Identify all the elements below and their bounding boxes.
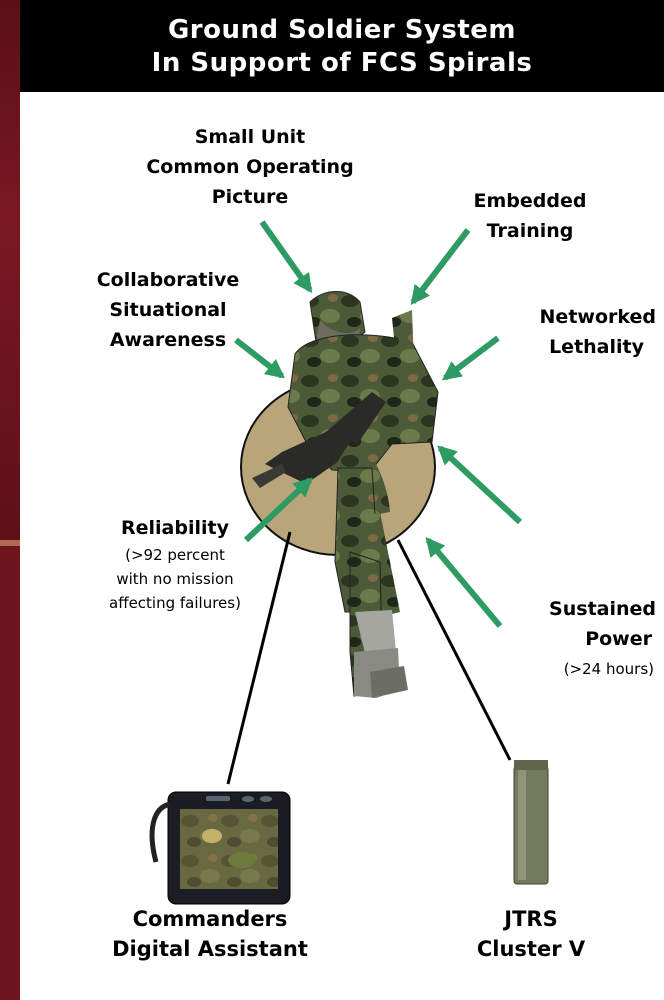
arrow-sustained-power xyxy=(425,537,503,628)
embedded-training-line-2: Training xyxy=(486,220,574,242)
jtrs-radio xyxy=(513,760,549,885)
diagram-graphics xyxy=(149,220,549,905)
cable-to-jtrs xyxy=(396,539,512,761)
cda-device xyxy=(149,791,291,905)
small-unit-cop-line-3: Picture xyxy=(211,186,289,208)
sustained-power-line-2: Power xyxy=(585,628,652,650)
arrow-collaborative-sa xyxy=(234,337,286,379)
arrow-reliability xyxy=(243,477,313,543)
label-jtrs: JTRS Cluster V xyxy=(456,904,606,964)
arrow-right-lower xyxy=(437,445,523,525)
label-sustained-power: Sustained Power (>24 hours) xyxy=(492,594,664,684)
label-networked-lethality: Networked Lethality xyxy=(478,302,664,362)
reliability-detail-1: (>92 percent xyxy=(125,546,225,564)
cda-line-2: Digital Assistant xyxy=(112,937,308,961)
arrow-networked-lethality xyxy=(441,335,500,381)
label-small-unit-cop: Small Unit Common Operating Picture xyxy=(122,122,378,212)
collaborative-sa-line-3: Awareness xyxy=(109,329,227,351)
small-unit-cop-line-1: Small Unit xyxy=(194,126,306,148)
label-embedded-training: Embedded Training xyxy=(440,186,620,246)
networked-lethality-line-1: Networked xyxy=(539,306,656,328)
networked-lethality-line-2: Lethality xyxy=(549,336,644,358)
collaborative-sa-line-1: Collaborative xyxy=(96,269,240,291)
reliability-detail-3: affecting failures) xyxy=(109,594,241,612)
diagram-panel: Small Unit Common Operating Picture Embe… xyxy=(20,92,664,1000)
jtrs-line-1: JTRS xyxy=(504,907,558,931)
soldier-figure xyxy=(252,291,439,698)
cable-to-cda xyxy=(226,531,292,785)
arrow-small-unit-cop xyxy=(259,220,313,294)
title-line-1: Ground Soldier System xyxy=(167,15,517,45)
reliability-detail-2: with no mission xyxy=(116,570,234,588)
reliability-title: Reliability xyxy=(121,517,229,539)
sustained-power-line-1: Sustained xyxy=(549,598,656,620)
label-cda: Commanders Digital Assistant xyxy=(80,904,340,964)
small-unit-cop-line-2: Common Operating xyxy=(146,156,354,178)
arrow-embedded-training xyxy=(410,228,471,306)
label-reliability: Reliability (>92 percent with no mission… xyxy=(80,513,270,615)
title-line-2: In Support of FCS Spirals xyxy=(151,48,533,78)
collaborative-sa-line-2: Situational xyxy=(109,299,227,321)
embedded-training-line-1: Embedded xyxy=(473,190,587,212)
label-collaborative-sa: Collaborative Situational Awareness xyxy=(68,265,268,355)
jtrs-line-2: Cluster V xyxy=(476,937,586,961)
cda-line-1: Commanders xyxy=(132,907,288,931)
capability-arrows xyxy=(234,220,523,628)
sustained-power-detail: (>24 hours) xyxy=(563,660,654,678)
title-bar: Ground Soldier System In Support of FCS … xyxy=(20,0,664,92)
